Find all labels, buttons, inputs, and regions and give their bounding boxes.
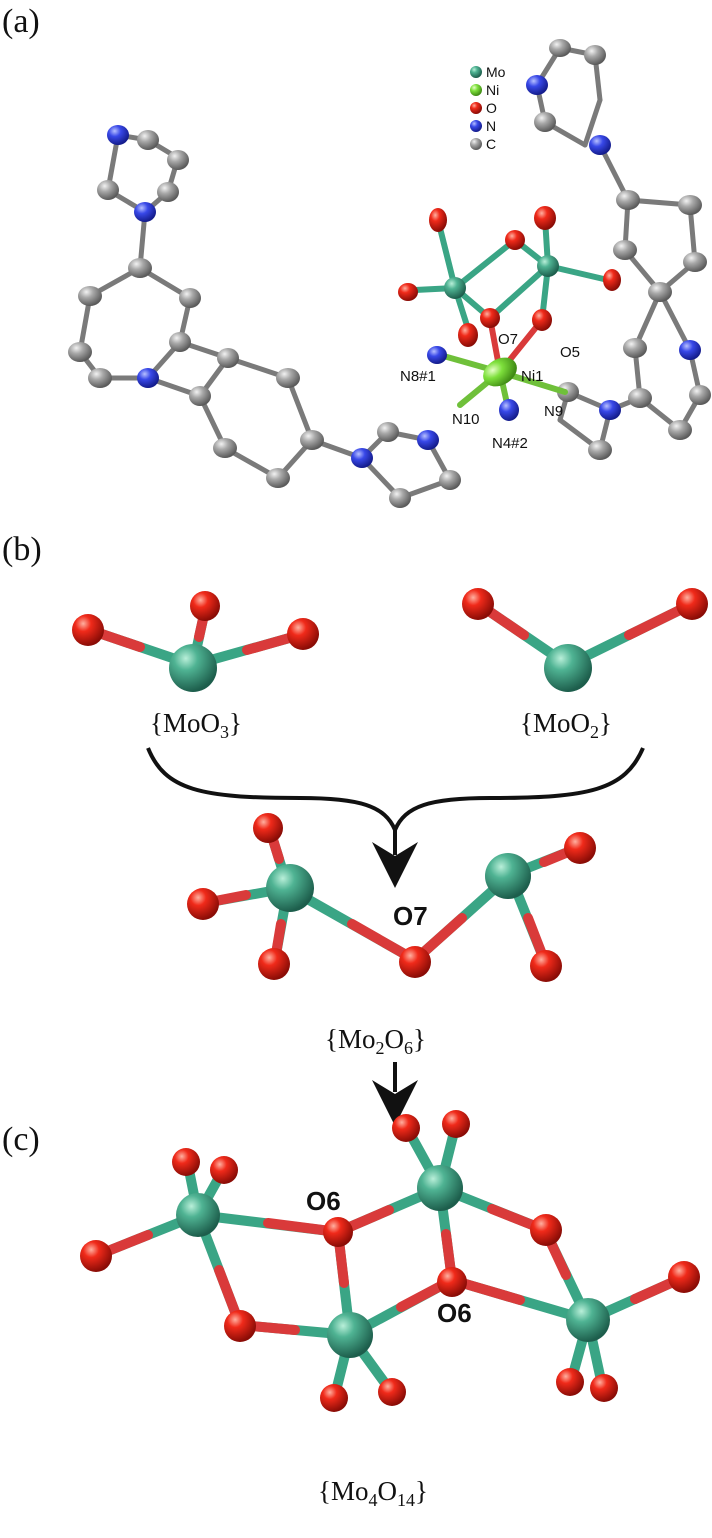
legend-mo-label: Mo <box>486 64 506 80</box>
ligand-right-atoms <box>526 39 711 460</box>
ligand-left-atoms <box>68 125 461 508</box>
legend-c-label: C <box>486 136 496 152</box>
panel-label-b: (b) <box>2 531 42 568</box>
panel-label-a: (a) <box>2 3 40 40</box>
element-legend: Mo Ni O N C <box>470 64 506 152</box>
dimolybdate-atoms <box>398 206 621 421</box>
bridge-label-o6-upper: O6 <box>306 1186 341 1216</box>
formula-mo4o14: {Mo4O14} <box>318 1476 428 1510</box>
combining-brace <box>146 747 645 832</box>
panel-a: (a) Mo Ni O N C <box>2 3 711 508</box>
atom-label-n10: N10 <box>452 411 480 428</box>
panel-label-c: (c) <box>2 1121 40 1158</box>
legend-n-label: N <box>486 118 496 134</box>
svg-text:{MoO3}: {MoO3} <box>150 708 242 742</box>
formula-mo2o6: {Mo2O6} <box>325 1024 426 1058</box>
ligand-left <box>77 132 453 501</box>
moo2-unit <box>462 588 708 692</box>
mo2o6-unit <box>187 813 596 982</box>
legend-o-swatch <box>470 102 482 114</box>
svg-text:{Mo4O14}: {Mo4O14} <box>318 1476 428 1510</box>
atom-label-n9: N9 <box>544 403 563 420</box>
legend-ni-swatch <box>470 84 482 96</box>
legend-n-swatch <box>470 120 482 132</box>
atom-label-o7: O7 <box>498 331 518 348</box>
atom-label-n8: N8#1 <box>400 368 436 385</box>
atom-label-o5: O5 <box>560 344 580 361</box>
mo4o14-unit <box>80 1110 700 1412</box>
panel-c: (c) <box>2 1110 700 1510</box>
atom-label-n4: N4#2 <box>492 435 528 452</box>
bridge-label-o6-lower: O6 <box>437 1298 472 1328</box>
atom-label-ni1: Ni1 <box>521 368 544 385</box>
legend-o-label: O <box>486 100 497 116</box>
legend-mo-swatch <box>470 66 482 78</box>
formula-moo3: {MoO3} <box>150 708 242 742</box>
legend-ni-label: Ni <box>486 82 499 98</box>
svg-text:{MoO2}: {MoO2} <box>520 708 612 742</box>
moo3-unit <box>72 591 319 692</box>
arrow-head-1 <box>372 842 418 888</box>
bridge-label-o7: O7 <box>393 901 428 931</box>
formula-moo2: {MoO2} <box>520 708 612 742</box>
panel-b: (b) {MoO3} { <box>2 531 708 1126</box>
svg-text:{Mo2O6}: {Mo2O6} <box>325 1024 426 1058</box>
arrow-head-2 <box>372 1080 418 1126</box>
legend-c-swatch <box>470 138 482 150</box>
